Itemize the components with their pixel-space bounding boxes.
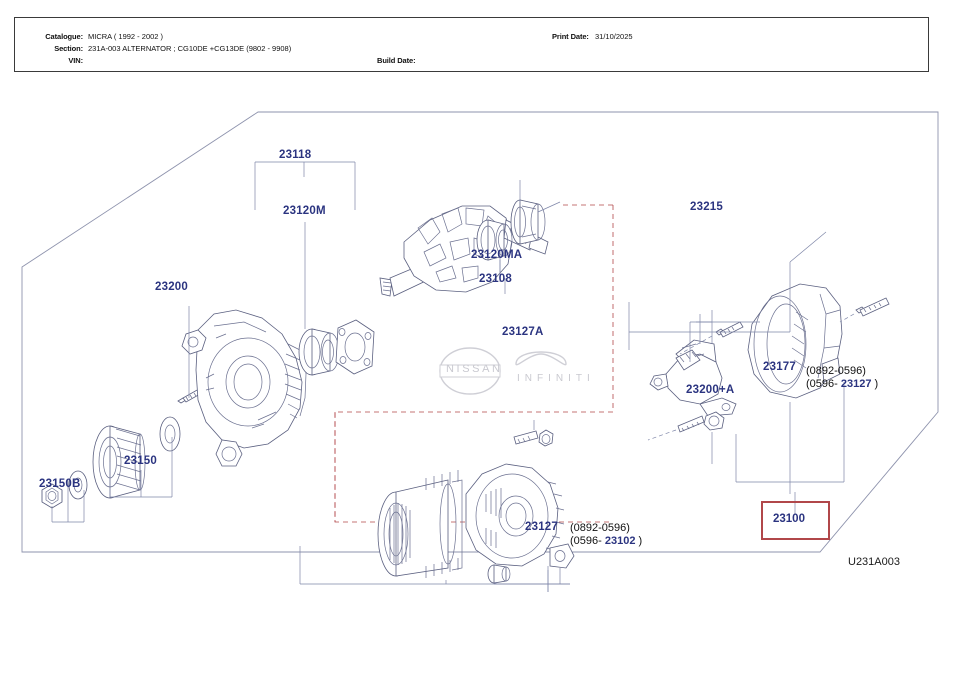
part-label-23200a[interactable]: 23200+A bbox=[686, 384, 735, 396]
part-label-23215[interactable]: 23215 bbox=[690, 201, 723, 213]
catalogue-value: MICRA ( 1992 - 2002 ) bbox=[88, 32, 164, 41]
part-nut-23150b bbox=[41, 483, 63, 509]
part-screw-23127a bbox=[513, 429, 554, 447]
part-label-23120ma[interactable]: 23120MA bbox=[471, 249, 523, 261]
section-value: 231A-003 ALTERNATOR ; CG10DE +CG13DE (98… bbox=[88, 44, 292, 53]
highlighted-part-box[interactable] bbox=[761, 501, 830, 540]
highlighted-part-number[interactable]: 23100 bbox=[773, 513, 805, 525]
print-date-label: Print Date: bbox=[552, 32, 589, 41]
note-23177-line2: (0596- 23127 ) bbox=[806, 378, 878, 391]
note-23127-line2-prefix: (0596- bbox=[570, 535, 602, 547]
section-label: Section: bbox=[54, 44, 83, 53]
catalogue-label: Catalogue: bbox=[45, 32, 83, 41]
part-label-23120m[interactable]: 23120M bbox=[283, 205, 326, 217]
note-23177-line1: (0892-0596) bbox=[806, 365, 866, 377]
part-front-bearing-23120m bbox=[298, 328, 340, 376]
part-label-23127a[interactable]: 23127A bbox=[502, 326, 544, 338]
vin-label: VIN: bbox=[68, 56, 83, 65]
part-front-housing bbox=[181, 309, 307, 467]
part-through-bolt-23200a bbox=[677, 411, 725, 433]
part-spacer-ring bbox=[159, 416, 181, 452]
part-label-23108[interactable]: 23108 bbox=[479, 273, 512, 285]
part-label-23200[interactable]: 23200 bbox=[155, 281, 188, 293]
part-label-23177[interactable]: 23177 bbox=[763, 361, 796, 373]
exploded-parts-diagram: .ln { fill:none; stroke:#5b6080; stroke-… bbox=[0, 82, 960, 592]
part-stator-coil bbox=[377, 470, 463, 578]
note-23177-line2-prefix: (0596- bbox=[806, 378, 838, 390]
part-label-23150[interactable]: 23150 bbox=[124, 455, 157, 467]
part-bearing-cover-ring bbox=[510, 199, 546, 245]
part-regulator-brush-holder-23215 bbox=[649, 339, 737, 417]
catalogue-header-box: Catalogue: MICRA ( 1992 - 2002 ) Section… bbox=[14, 17, 929, 72]
print-date-value: 31/10/2025 bbox=[595, 32, 633, 41]
part-bush bbox=[487, 564, 511, 584]
note-23177-line2-suffix: ) bbox=[874, 378, 879, 390]
note-23127-line2: (0596- 23102 ) bbox=[570, 535, 642, 548]
note-23127-line2-suffix: ) bbox=[638, 535, 643, 547]
part-cover-screw bbox=[855, 297, 890, 317]
diagram-code: U231A003 bbox=[848, 556, 900, 568]
part-rear-bearing-23120ma bbox=[476, 219, 513, 261]
part-bearing-retainer-23118 bbox=[335, 319, 375, 375]
part-rear-housing-23127 bbox=[465, 463, 575, 569]
part-label-23150b[interactable]: 23150B bbox=[39, 478, 81, 490]
part-regulator-screw bbox=[715, 321, 744, 338]
build-date-label: Build Date: bbox=[377, 56, 416, 65]
part-washer bbox=[68, 470, 88, 500]
note-23127-line1: (0892-0596) bbox=[570, 522, 630, 534]
note-23127-line2-part[interactable]: 23102 bbox=[604, 535, 636, 547]
part-rear-cover-23177 bbox=[747, 283, 843, 399]
part-label-23127[interactable]: 23127 bbox=[525, 521, 558, 533]
note-23177-line2-part[interactable]: 23127 bbox=[840, 378, 872, 390]
part-label-23118[interactable]: 23118 bbox=[279, 149, 312, 161]
diagram-vector-artwork: .ln { fill:none; stroke:#5b6080; stroke-… bbox=[21, 111, 939, 592]
